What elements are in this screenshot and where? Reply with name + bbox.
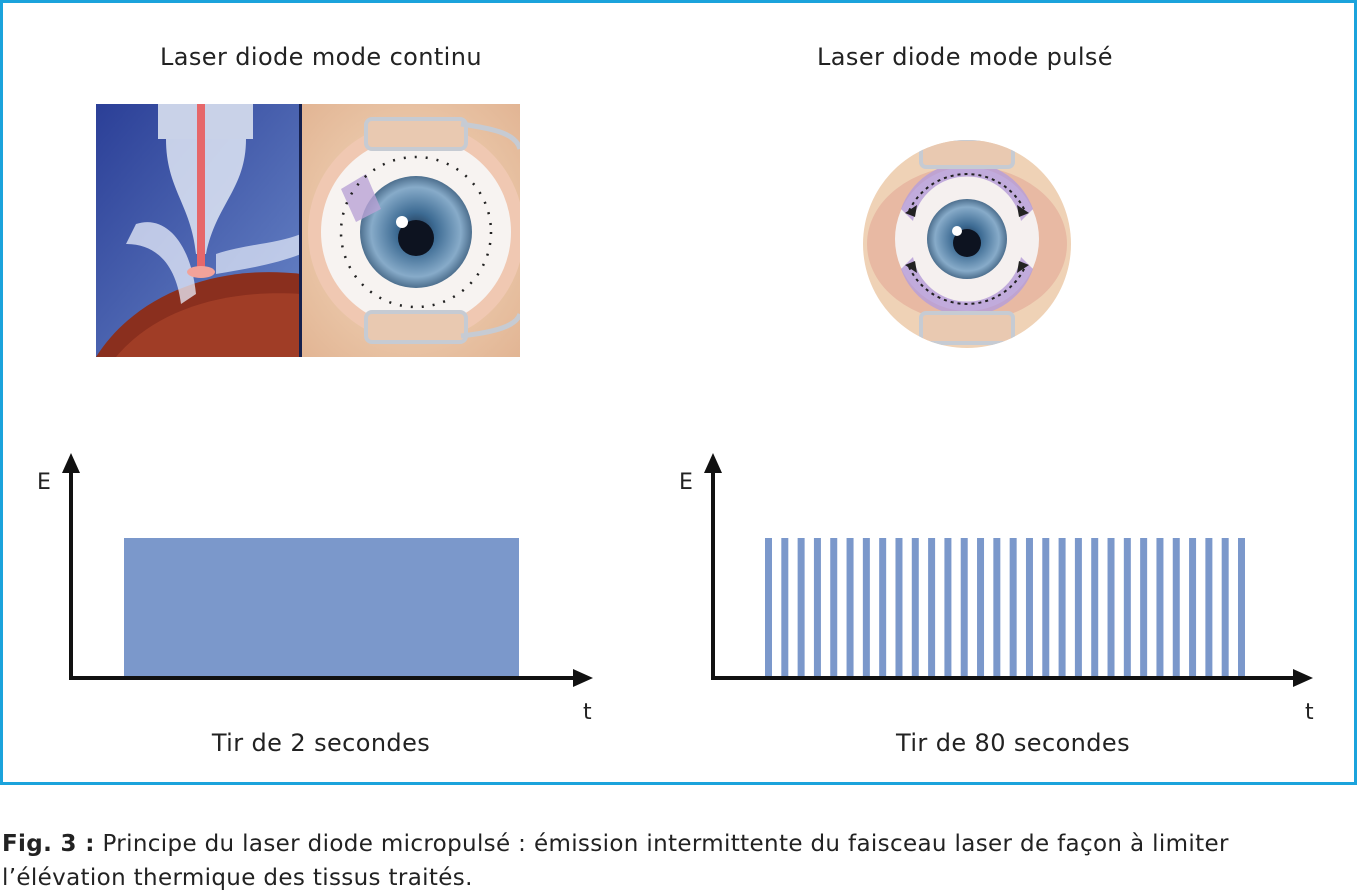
- pulse-bar: [1074, 538, 1082, 676]
- y-axis-label: E: [679, 470, 693, 495]
- left-bar-group: [124, 538, 519, 676]
- x-axis-arrowhead: [1293, 669, 1313, 687]
- pulse-bar: [1107, 538, 1115, 676]
- pulse-bar: [1091, 538, 1099, 676]
- pulse-bar: [797, 538, 805, 676]
- pulse-bar: [944, 538, 952, 676]
- continuous-laser-eye-illustration: [96, 104, 520, 357]
- pulse-bar: [781, 538, 789, 676]
- pulse-bar: [846, 538, 854, 676]
- pulse-bar: [1042, 538, 1050, 676]
- pulse-bar: [911, 538, 919, 676]
- pulse-bar: [1123, 538, 1131, 676]
- pulse-bar: [928, 538, 936, 676]
- figure-caption-text: Principe du laser diode micropulsé : émi…: [2, 831, 1229, 891]
- pulse-bar: [1172, 538, 1180, 676]
- pulsed-emission-chart: E t: [679, 453, 1314, 725]
- pulse-bar: [1205, 538, 1213, 676]
- figure-label: Fig. 3 :: [2, 831, 95, 857]
- x-axis-label: t: [583, 700, 592, 725]
- y-axis-arrowhead: [62, 453, 80, 473]
- right-shot-duration: Tir de 80 secondes: [896, 729, 1130, 757]
- right-panel-title: Laser diode mode pulsé: [817, 43, 1113, 71]
- emission-bar: [124, 538, 519, 676]
- figure-frame: Laser diode mode continu Laser diode mod…: [0, 0, 1357, 785]
- y-axis-label: E: [37, 470, 51, 495]
- continuous-emission-chart: E t: [37, 453, 593, 725]
- left-panel-title: Laser diode mode continu: [160, 43, 482, 71]
- pulse-bar: [895, 538, 903, 676]
- x-axis-label: t: [1305, 700, 1314, 725]
- pulse-bar: [1238, 538, 1245, 676]
- pulse-bar: [879, 538, 887, 676]
- pulse-bar: [1009, 538, 1017, 676]
- y-axis-arrowhead: [704, 453, 722, 473]
- pulse-bar: [960, 538, 968, 676]
- pulse-bar: [1156, 538, 1164, 676]
- pulse-bar: [1189, 538, 1197, 676]
- figure-caption: Fig. 3 : Principe du laser diode micropu…: [2, 827, 1354, 895]
- pulse-bar: [830, 538, 838, 676]
- pulse-bar: [1140, 538, 1148, 676]
- pulse-bar: [977, 538, 985, 676]
- pulsed-laser-eye-illustration: [863, 140, 1071, 348]
- left-shot-duration: Tir de 2 secondes: [211, 729, 431, 757]
- x-axis-arrowhead: [573, 669, 593, 687]
- pulse-bar: [1025, 538, 1033, 676]
- pulse-bar: [993, 538, 1001, 676]
- pulse-bar: [1221, 538, 1229, 676]
- pulse-bar: [813, 538, 821, 676]
- right-bar-group: [765, 538, 1245, 676]
- pulse-bar: [765, 538, 772, 676]
- pulse-bar: [862, 538, 870, 676]
- pulse-bar: [1058, 538, 1066, 676]
